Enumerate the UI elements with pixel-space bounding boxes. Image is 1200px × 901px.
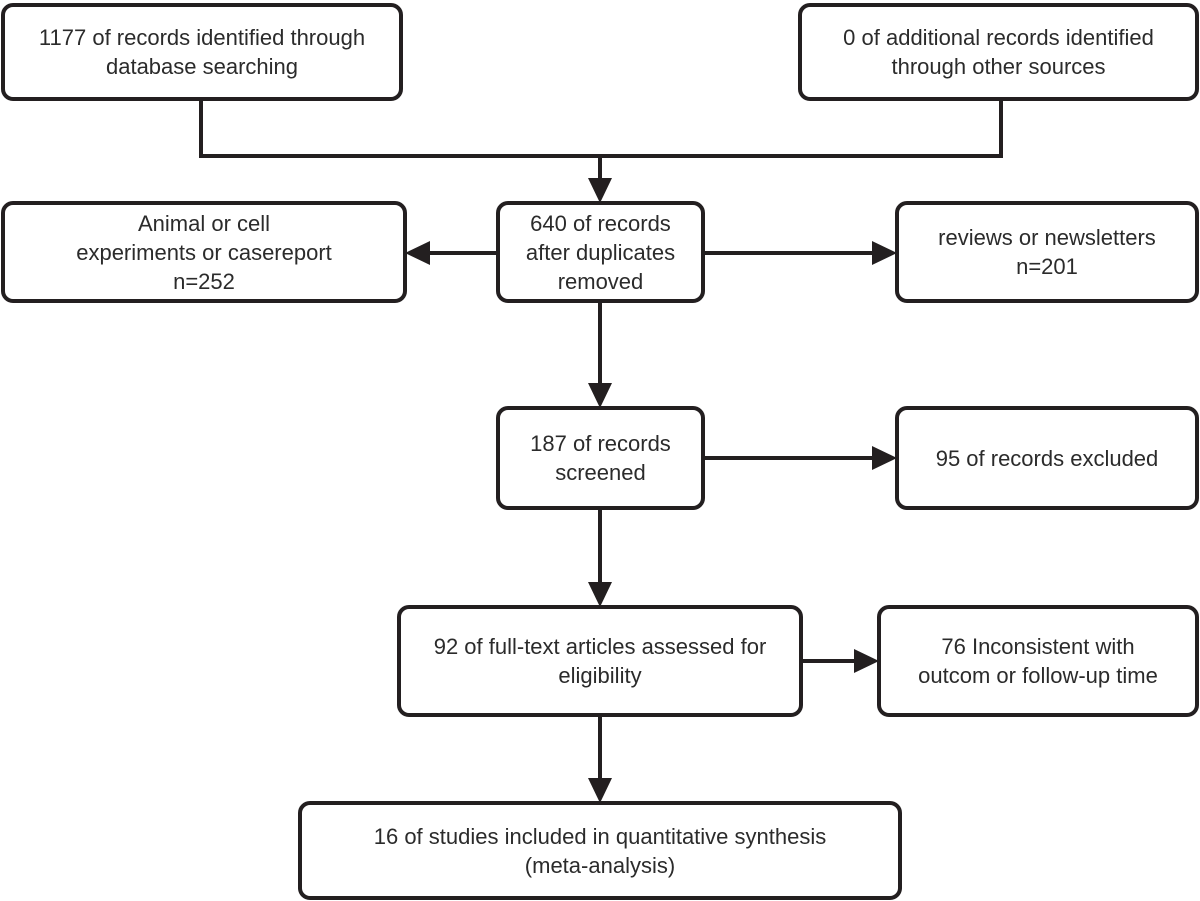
records-excluded-box[interactable] [895, 406, 1199, 510]
connector-duplicates-to-screened-arrowhead [588, 383, 612, 408]
fulltext-assessed-eligibility-box[interactable] [397, 605, 803, 717]
records-identified-database-box[interactable] [1, 3, 403, 101]
reviews-newsletters-excluded-box[interactable] [895, 201, 1199, 303]
records-screened-box[interactable] [496, 406, 705, 510]
connector-merge-to-duplicates-arrowhead [588, 178, 612, 203]
connector-fulltext-to-inconsistent-arrowhead [854, 649, 879, 673]
inconsistent-outcome-followup-box[interactable] [877, 605, 1199, 717]
box-layer [1, 3, 1199, 900]
animal-cell-casereport-excluded-box[interactable] [1, 201, 407, 303]
connector-screened-to-excluded-arrowhead [872, 446, 897, 470]
connector-screened-to-fulltext-arrowhead [588, 582, 612, 607]
connector-duplicates-to-reviews-arrowhead [872, 241, 897, 265]
records-after-duplicates-removed-box[interactable] [496, 201, 705, 303]
connector-layer [199, 99, 1003, 803]
additional-records-other-sources-box[interactable] [798, 3, 1199, 101]
connector-fulltext-to-included-arrowhead [588, 778, 612, 803]
connector-identified-merge-bar [199, 99, 1003, 158]
studies-included-quantitative-box[interactable] [298, 801, 902, 900]
connector-duplicates-to-animal-arrowhead [405, 241, 430, 265]
